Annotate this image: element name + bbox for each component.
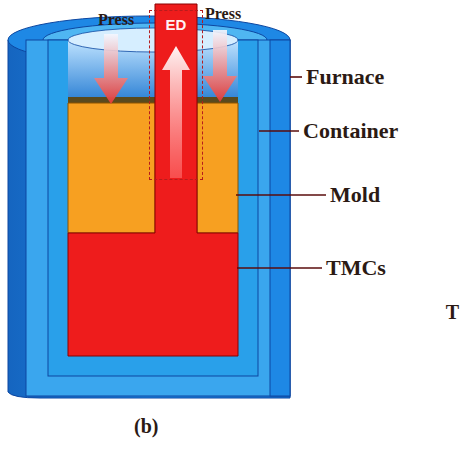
leader-line [259, 130, 299, 132]
leader-line [236, 194, 326, 196]
subfigure-caption: (b) [134, 416, 158, 436]
press-pad [68, 97, 238, 103]
tmcs-billet [68, 4, 238, 356]
leader-line [237, 267, 322, 269]
press-arrow [94, 34, 128, 104]
dashed-region: ED [149, 10, 203, 180]
furnace-wall [270, 40, 290, 396]
cut-text: T [446, 302, 459, 322]
press-label: Press [205, 6, 241, 22]
part-label: Mold [330, 184, 380, 206]
press-arrow [203, 30, 237, 102]
part-label: TMCs [326, 257, 386, 279]
leader-lines [236, 77, 326, 268]
press-label: Press [98, 12, 134, 28]
cavity-rim [68, 28, 238, 52]
region-label: ED [150, 17, 202, 32]
leader-line [290, 76, 302, 78]
mold [68, 103, 238, 233]
part-label: Furnace [306, 66, 384, 88]
extrusion-arrow [162, 46, 190, 178]
part-label: Container [303, 120, 398, 142]
